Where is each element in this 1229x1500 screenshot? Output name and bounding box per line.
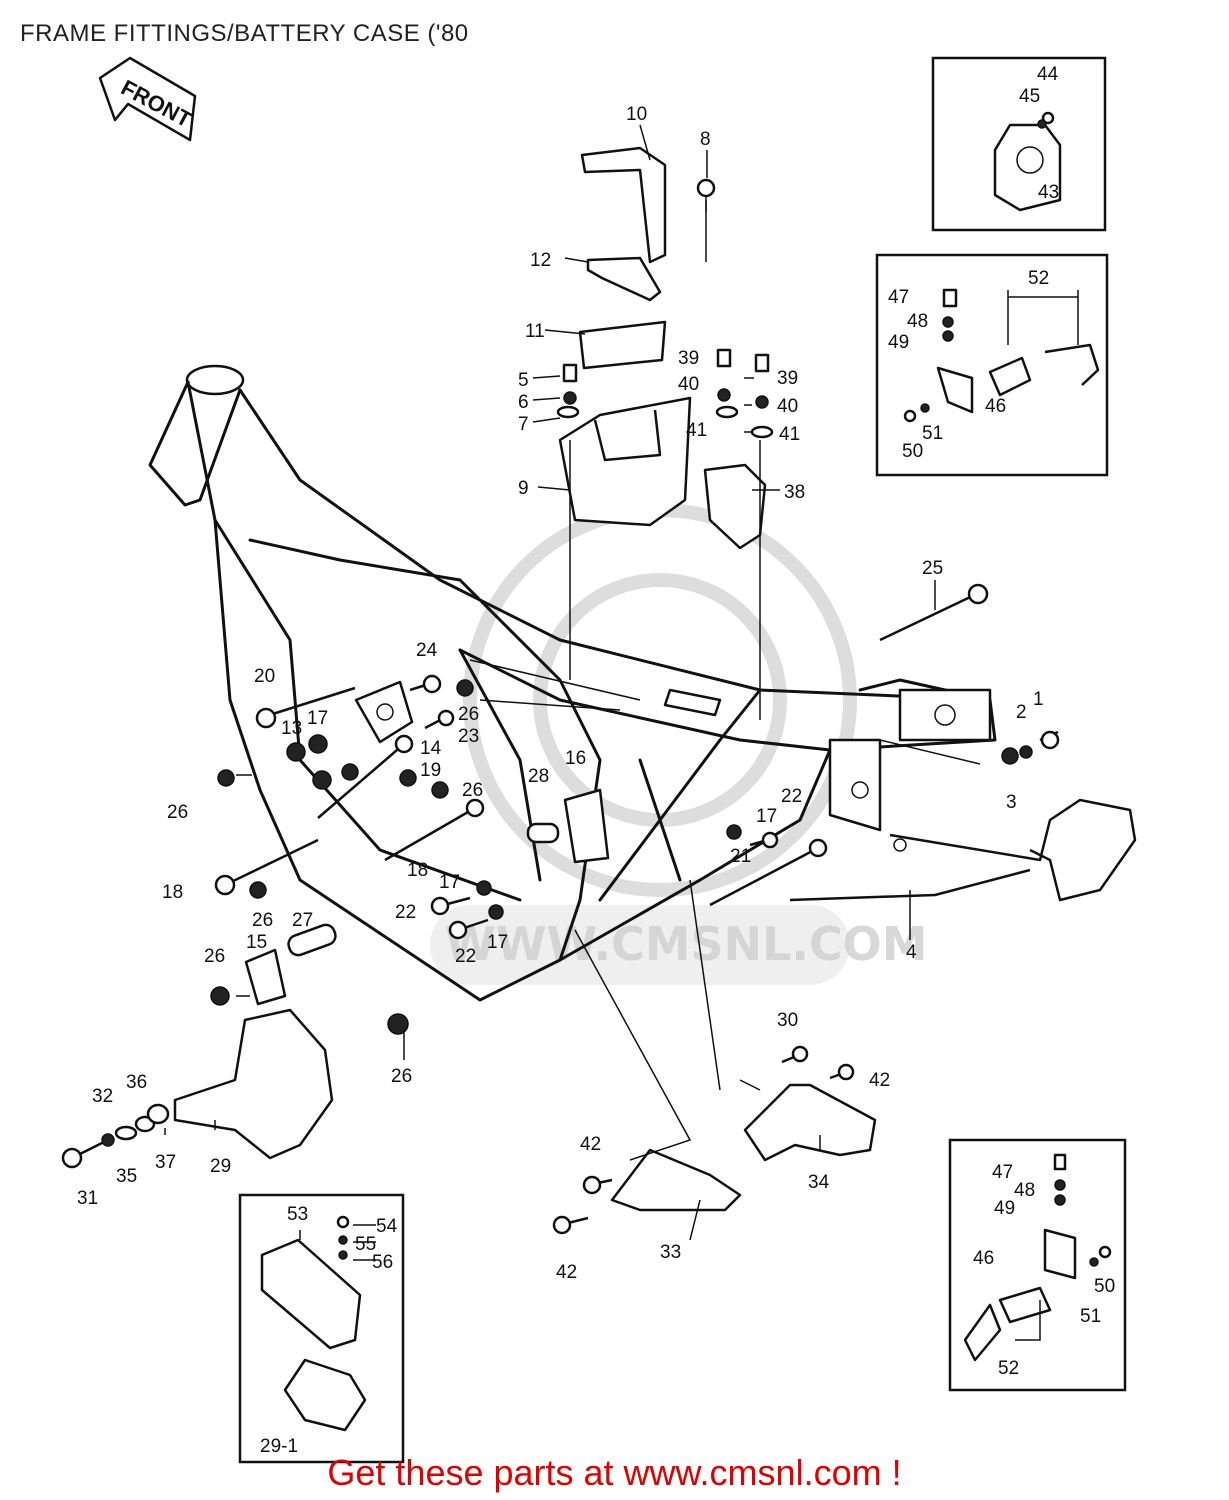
footrest-bracket-right — [743, 1045, 877, 1162]
inset-46-52 — [875, 253, 1109, 477]
callout-5: 5 — [518, 370, 529, 391]
callout-55: 55 — [355, 1234, 376, 1255]
callout-17c: 17 — [439, 872, 460, 893]
inset-43-44-45 — [931, 56, 1107, 232]
callout-41a: 41 — [686, 420, 707, 441]
callout-34: 34 — [808, 1172, 830, 1193]
callout-18b: 18 — [162, 882, 183, 903]
footer-parts-link[interactable]: Get these parts at www.cmsnl.com ! — [327, 1452, 902, 1493]
callout-22a: 22 — [781, 786, 802, 807]
callout-2: 2 — [1016, 702, 1027, 723]
callout-14: 14 — [420, 738, 442, 759]
callout-23: 23 — [458, 726, 479, 747]
inset-46-52-lower — [948, 1138, 1127, 1392]
callout-24: 24 — [416, 640, 438, 661]
callout-46a: 46 — [985, 396, 1006, 417]
callout-26a: 26 — [458, 704, 479, 725]
callout-18a: 18 — [407, 860, 428, 881]
callout-38: 38 — [784, 482, 805, 503]
callout-13: 13 — [281, 718, 302, 739]
callout-17b: 17 — [756, 806, 777, 827]
page-title: FRAME FITTINGS/BATTERY CASE ('80 — [20, 20, 469, 47]
callout-26d: 26 — [252, 910, 273, 931]
callout-41b: 41 — [779, 424, 800, 445]
callout-12: 12 — [530, 250, 551, 271]
callout-3: 3 — [1006, 792, 1017, 813]
callout-52b: 52 — [998, 1358, 1019, 1379]
callout-22b: 22 — [395, 902, 416, 923]
callout-11: 11 — [525, 321, 545, 342]
callout-44: 44 — [1037, 64, 1059, 85]
callout-50b: 50 — [1094, 1276, 1115, 1297]
callout-7: 7 — [518, 414, 529, 435]
callout-47a: 47 — [888, 287, 909, 308]
frame-fittings — [210, 583, 1060, 1035]
callout-9: 9 — [518, 478, 529, 499]
callout-26e: 26 — [204, 946, 225, 967]
callout-45: 45 — [1019, 86, 1040, 107]
callout-17d: 17 — [487, 932, 508, 953]
callout-47b: 47 — [992, 1162, 1013, 1183]
callout-28: 28 — [528, 766, 549, 787]
callout-39a: 39 — [678, 348, 699, 369]
callout-49a: 49 — [888, 332, 909, 353]
callout-48a: 48 — [907, 311, 928, 332]
callout-43: 43 — [1038, 182, 1059, 203]
callout-54: 54 — [376, 1216, 398, 1237]
callout-4: 4 — [906, 942, 917, 963]
callout-50a: 50 — [902, 441, 923, 462]
callout-20: 20 — [254, 666, 275, 687]
callout-31: 31 — [77, 1188, 98, 1209]
callout-40b: 40 — [777, 396, 798, 417]
callout-35: 35 — [116, 1166, 137, 1187]
callout-26c: 26 — [167, 802, 188, 823]
callout-48b: 48 — [1014, 1180, 1035, 1201]
callout-6: 6 — [518, 392, 529, 413]
callout-15: 15 — [246, 932, 267, 953]
callout-8: 8 — [700, 129, 711, 150]
callout-53: 53 — [287, 1204, 308, 1225]
callout-37: 37 — [155, 1152, 176, 1173]
callout-42a: 42 — [869, 1070, 890, 1091]
callout-40a: 40 — [678, 374, 699, 395]
inset-53-56 — [238, 1193, 405, 1464]
callout-labels: 1 2 3 4 5 6 7 8 9 10 11 12 13 14 15 16 1… — [77, 64, 1115, 1457]
callout-27: 27 — [292, 910, 313, 931]
callout-25: 25 — [922, 558, 943, 579]
callout-17a: 17 — [307, 708, 328, 729]
callout-51a: 51 — [922, 423, 943, 444]
leader-lines — [164, 124, 1079, 1341]
callout-29-1: 29-1 — [260, 1436, 298, 1457]
callout-26b: 26 — [462, 780, 483, 801]
callout-42b: 42 — [580, 1134, 601, 1155]
callout-36: 36 — [126, 1072, 147, 1093]
callout-26f: 26 — [391, 1066, 412, 1087]
callout-21: 21 — [730, 846, 751, 867]
callout-32: 32 — [92, 1086, 113, 1107]
callout-10: 10 — [626, 104, 647, 125]
battery-case-assembly — [556, 146, 774, 720]
callout-16: 16 — [565, 748, 586, 769]
callout-1: 1 — [1033, 689, 1044, 710]
callout-30: 30 — [777, 1010, 798, 1031]
side-stand — [789, 798, 1137, 902]
callout-49b: 49 — [994, 1198, 1015, 1219]
callout-52a: 52 — [1028, 268, 1049, 289]
callout-19: 19 — [420, 760, 441, 781]
callout-56: 56 — [372, 1252, 393, 1273]
footrest-bracket-left — [552, 1148, 742, 1235]
front-arrow-icon: FRONT — [98, 56, 197, 142]
callout-33: 33 — [660, 1242, 681, 1263]
callout-22c: 22 — [455, 946, 476, 967]
callout-51b: 51 — [1080, 1306, 1101, 1327]
watermark-text: WWW.CMSNL.COM — [445, 917, 928, 971]
callout-46b: 46 — [973, 1248, 994, 1269]
callout-29: 29 — [210, 1156, 231, 1177]
callout-42c: 42 — [556, 1262, 577, 1283]
callout-39b: 39 — [777, 368, 798, 389]
